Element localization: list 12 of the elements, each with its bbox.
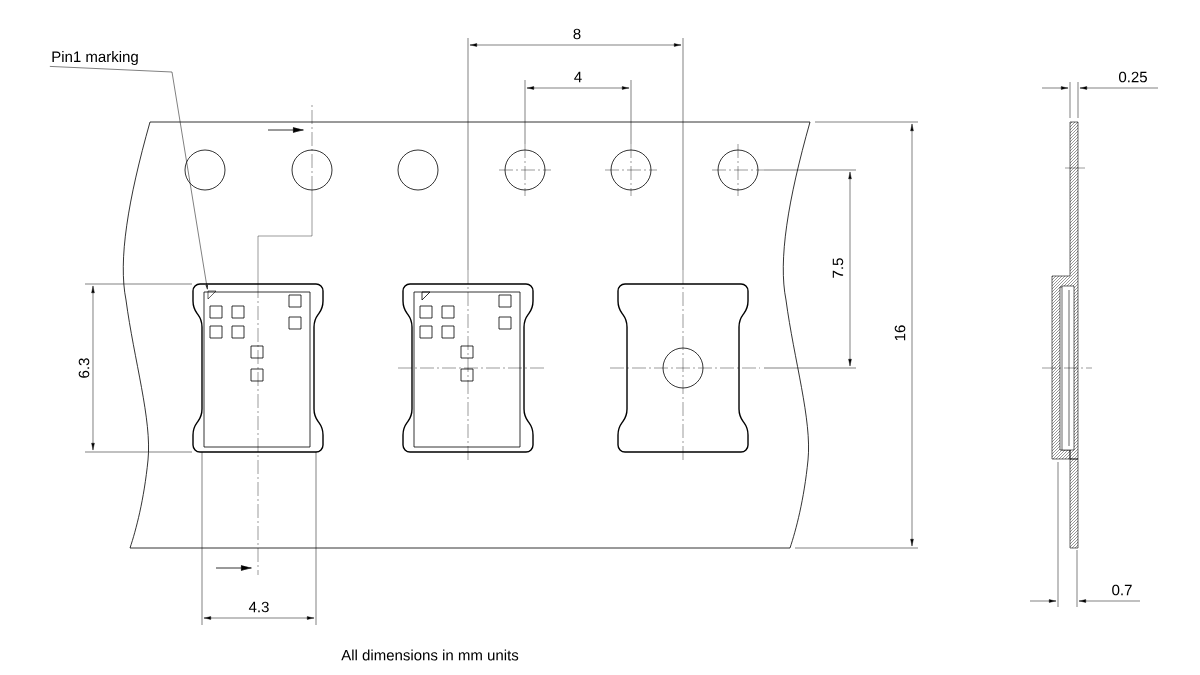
note-text: All dimensions in mm units [341,649,519,661]
dimension-label: 4.3 [248,601,269,613]
dimension-label: 6.3 [78,358,90,378]
pin-marking [207,290,217,300]
dimension-label: 0.7 [1112,584,1132,596]
dimension-label: 0.25 [1119,71,1147,83]
dimension-label: 16 [894,325,906,341]
dimension-label: 4 [574,71,582,83]
dimension-label: 8 [573,28,581,40]
callout-text: Pin1 marking [52,51,138,65]
dimension-label: 7.5 [832,258,844,278]
leader-line [49,66,208,290]
